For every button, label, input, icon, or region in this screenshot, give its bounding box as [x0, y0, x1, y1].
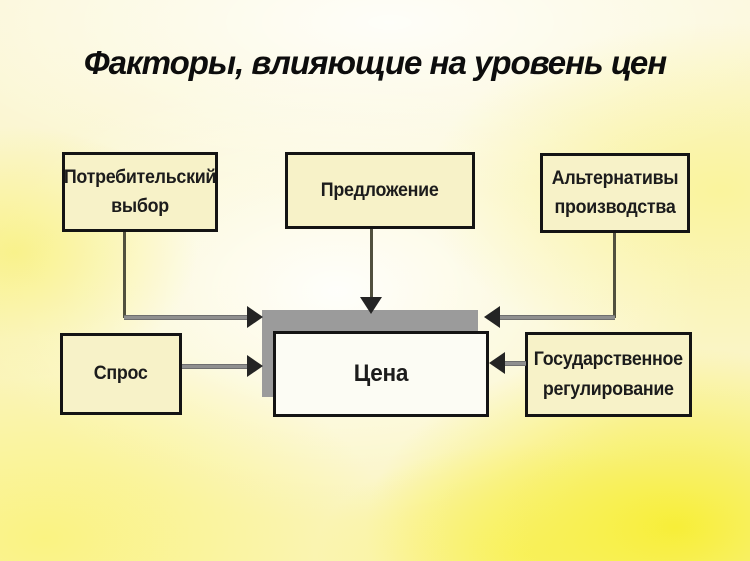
node-consumer-choice-label: Потребительский выбор [63, 166, 217, 217]
node-state-regulation: Государственное регулирование [525, 332, 692, 417]
connector-consumer-choice-horizontal [124, 315, 248, 320]
connector-supply-vertical [370, 229, 373, 299]
connector-state-regulation-horizontal [504, 361, 526, 366]
node-production-alternatives-label: Альтернативы производства [551, 167, 679, 218]
node-supply: Предложение [285, 152, 475, 229]
node-price-label: Цена [353, 360, 409, 388]
node-production-alternatives: Альтернативы производства [540, 153, 690, 233]
connector-production-alternatives-horizontal [499, 315, 615, 320]
node-supply-label: Предложение [321, 179, 439, 201]
arrowhead-state-regulation-to-price [489, 352, 505, 374]
node-state-regulation-label: Государственное регулирование [533, 349, 684, 400]
arrowhead-demand-to-price [247, 355, 263, 377]
arrowhead-supply-to-price [360, 297, 382, 314]
node-consumer-choice: Потребительский выбор [62, 152, 218, 232]
node-price: Цена [273, 331, 489, 417]
slide-title: Факторы, влияющие на уровень цен [83, 44, 667, 81]
node-demand-label: Спрос [94, 363, 148, 385]
connector-consumer-choice-vertical [123, 231, 126, 318]
arrowhead-consumer-choice-to-price [247, 306, 263, 328]
node-demand: Спрос [60, 333, 182, 415]
connector-demand-horizontal [182, 364, 248, 369]
arrowhead-production-alternatives-to-price [484, 306, 500, 328]
connector-production-alternatives-vertical [613, 232, 616, 318]
